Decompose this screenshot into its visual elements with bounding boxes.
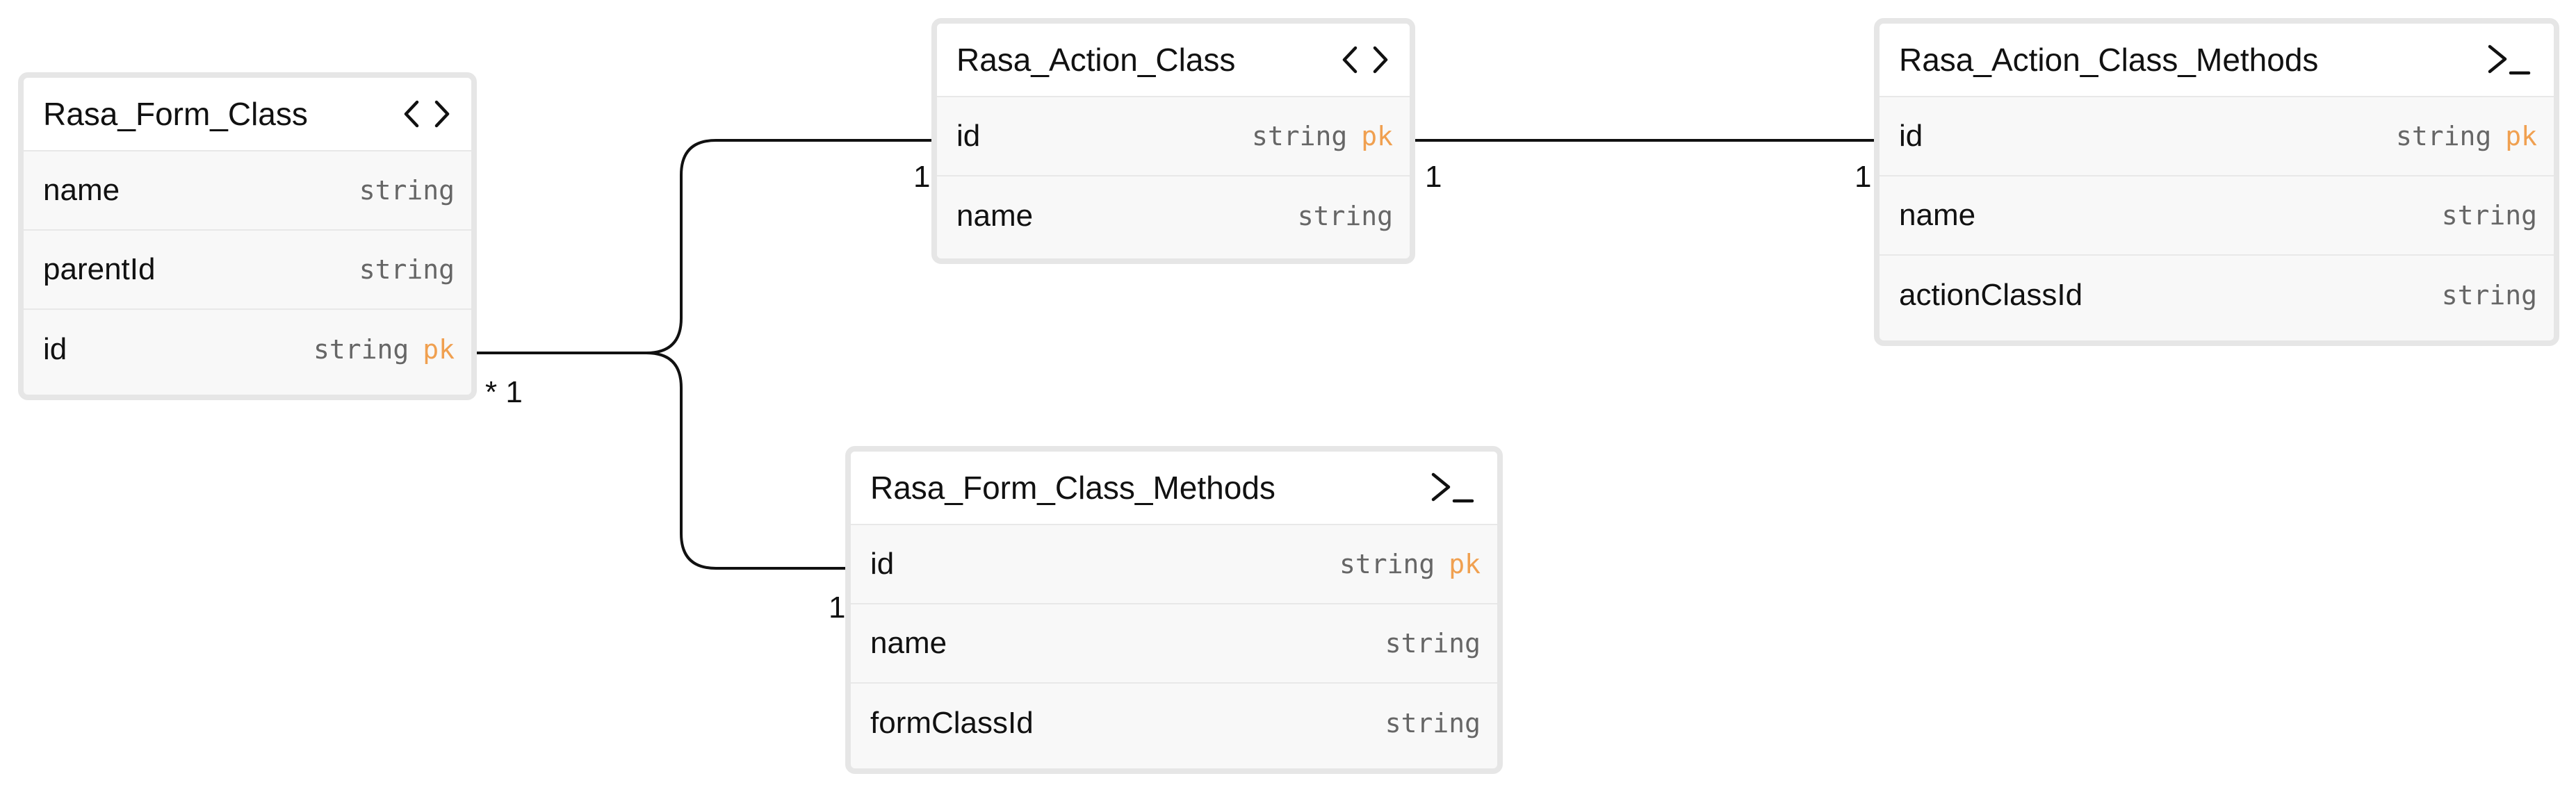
primary-key-badge: pk xyxy=(1361,121,1393,151)
table-header[interactable]: Rasa_Form_Class_Methods xyxy=(851,452,1497,525)
table-row[interactable]: id string pk xyxy=(851,525,1497,604)
field-type: string xyxy=(1385,628,1481,659)
field-name: actionClassId xyxy=(1899,278,2083,312)
field-type: string xyxy=(1385,708,1481,739)
table-rasa-form-class[interactable]: Rasa_Form_Class name string parentId str… xyxy=(18,72,477,400)
terminal-prompt-icon xyxy=(2481,39,2537,81)
table-title: Rasa_Action_Class xyxy=(956,42,1236,78)
field-type: string xyxy=(1251,121,1348,151)
cardinality-label: 1 xyxy=(1425,160,1442,194)
table-row[interactable]: id string pk xyxy=(24,310,471,389)
cardinality-label: 1 xyxy=(829,591,846,625)
table-row[interactable]: id string pk xyxy=(1880,97,2554,176)
field-name: formClassId xyxy=(870,706,1034,740)
field-name: id xyxy=(43,332,67,366)
field-name: name xyxy=(1899,198,1976,232)
cardinality-label: 1 xyxy=(1854,160,1872,194)
table-header[interactable]: Rasa_Action_Class xyxy=(937,24,1410,97)
field-name: id xyxy=(956,119,981,153)
table-row[interactable]: formClassId string xyxy=(851,684,1497,763)
table-row[interactable]: name string xyxy=(851,604,1497,684)
field-type: string xyxy=(2395,121,2492,151)
field-type: string xyxy=(1339,549,1435,579)
field-type: string xyxy=(2441,200,2537,231)
code-brackets-icon xyxy=(399,93,455,135)
terminal-prompt-icon xyxy=(1425,467,1481,509)
table-title: Rasa_Action_Class_Methods xyxy=(1899,42,2319,78)
table-rasa-action-class-methods[interactable]: Rasa_Action_Class_Methods id string pk n… xyxy=(1874,18,2559,346)
code-brackets-icon xyxy=(1337,39,1393,81)
cardinality-label: * 1 xyxy=(485,375,523,409)
field-type: string xyxy=(1297,201,1393,231)
field-name: id xyxy=(1899,119,1923,153)
relation-form-class-to-action-class xyxy=(464,139,944,354)
relation-form-class-to-form-class-methods xyxy=(646,352,858,570)
field-name: parentId xyxy=(43,252,156,286)
field-type: string xyxy=(2441,280,2537,311)
field-type: string xyxy=(359,175,455,206)
field-name: id xyxy=(870,547,895,581)
table-rasa-form-class-methods[interactable]: Rasa_Form_Class_Methods id string pk nam… xyxy=(845,446,1503,774)
field-type: string xyxy=(359,254,455,285)
table-row[interactable]: actionClassId string xyxy=(1880,256,2554,335)
table-header[interactable]: Rasa_Form_Class xyxy=(24,78,471,151)
field-name: name xyxy=(870,626,947,660)
table-row[interactable]: name string xyxy=(24,151,471,231)
primary-key-badge: pk xyxy=(2505,121,2537,151)
table-title: Rasa_Form_Class xyxy=(43,96,308,132)
field-name: name xyxy=(956,199,1034,233)
table-row[interactable]: parentId string xyxy=(24,231,471,310)
table-row[interactable]: id string pk xyxy=(937,97,1410,176)
table-header[interactable]: Rasa_Action_Class_Methods xyxy=(1880,24,2554,97)
table-row[interactable]: name string xyxy=(937,176,1410,256)
field-name: name xyxy=(43,173,120,207)
table-title: Rasa_Form_Class_Methods xyxy=(870,470,1275,506)
table-rasa-action-class[interactable]: Rasa_Action_Class id string pk name stri… xyxy=(931,18,1415,264)
field-type: string xyxy=(313,334,409,365)
table-row[interactable]: name string xyxy=(1880,176,2554,256)
primary-key-badge: pk xyxy=(1449,549,1481,579)
cardinality-label: 1 xyxy=(913,160,931,194)
primary-key-badge: pk xyxy=(423,334,455,365)
